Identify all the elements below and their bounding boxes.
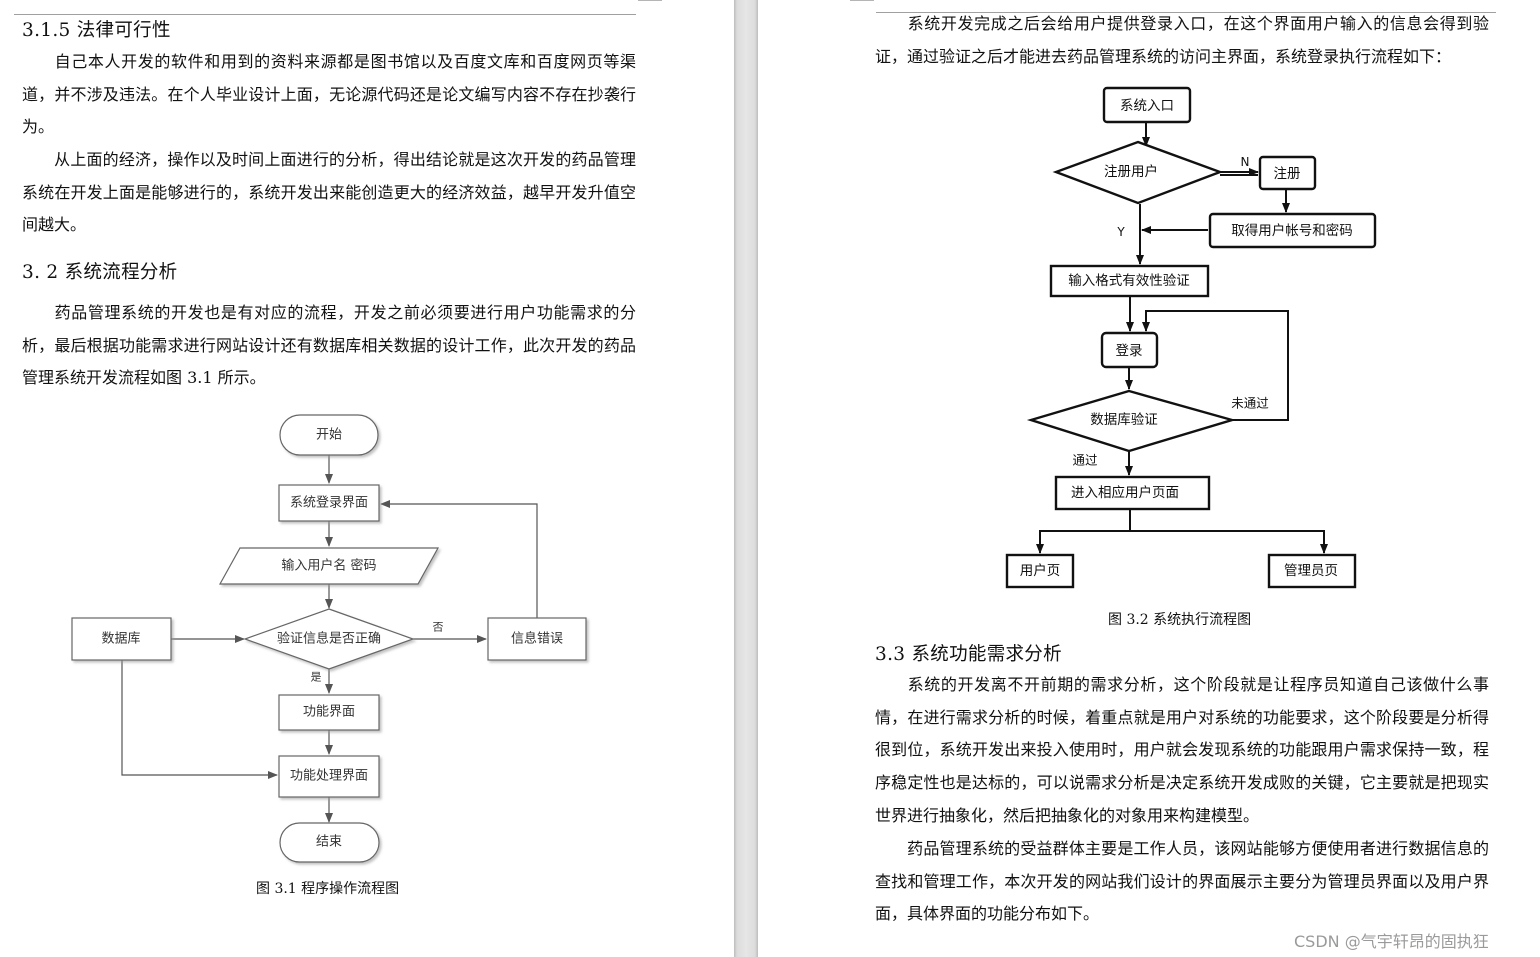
crop-mark [638, 0, 662, 1]
section-3-2-paragraph-1: 药品管理系统的开发也是有对应的流程，开发之前必须要进行用户功能需求的分析，最后根… [22, 297, 636, 395]
failed-branch-label: 未通过 [1231, 396, 1269, 411]
y-branch-label: Y [1116, 225, 1125, 239]
register-user-decision [1052, 140, 1224, 205]
figure-3-2-connectors [1036, 122, 1328, 554]
no-branch-label: 否 [433, 621, 444, 634]
function-process-box [278, 755, 380, 798]
admin-page-box [1267, 553, 1357, 589]
verify-label: 验证信息是否正确 [277, 631, 381, 647]
figure-3-1-connectors [121, 455, 538, 823]
register-label: 注册 [1274, 166, 1301, 182]
input-credentials-parallelogram [218, 547, 440, 585]
register-box [1258, 155, 1317, 191]
passed-branch-label: 通过 [1072, 453, 1098, 468]
enter-page-box [1054, 475, 1211, 511]
page-top-rule [876, 12, 1496, 13]
end-terminal [279, 822, 380, 863]
format-check-label: 输入格式有效性验证 [1068, 273, 1190, 289]
section-3-1-5-paragraph-2: 从上面的经济，操作以及时间上面进行的分析，得出结论就是这次开发的药品管理系统在开… [22, 144, 636, 242]
left-page: 3.1.5 法律可行性 自己本人开发的软件和用到的资料来源都是图书馆以及百度文库… [0, 0, 734, 957]
entry-label: 系统入口 [1120, 98, 1174, 114]
function-screen-label: 功能界面 [303, 705, 355, 720]
figure-3-2-caption: 图 3.2 系统执行流程图 [1108, 612, 1252, 628]
entry-box [1102, 86, 1192, 124]
section-3-1-5-heading: 3.1.5 法律可行性 [22, 20, 171, 41]
yes-branch-label: 是 [311, 671, 322, 684]
page-gutter [734, 0, 758, 957]
enter-page-label: 进入相应用户页面 [1071, 484, 1179, 501]
figure-3-1-caption: 图 3.1 程序操作流程图 [256, 881, 400, 897]
login-box [1100, 331, 1159, 369]
db-verify-decision [1026, 389, 1237, 453]
admin-page-label: 管理员页 [1284, 563, 1338, 579]
intro-paragraph: 系统开发完成之后会给用户提供登录入口，在这个界面用户输入的信息会得到验证，通过验… [875, 8, 1489, 73]
paragraph-text: 系统的开发离不开前期的需求分析，这个阶段就是让程序员知道自己该做什么事情，在进行… [875, 675, 1489, 825]
get-account-box [1208, 212, 1377, 249]
login-screen-box [278, 484, 380, 522]
section-3-3-heading: 3.3 系统功能需求分析 [875, 644, 1062, 665]
right-page: 系统开发完成之后会给用户提供登录入口，在这个界面用户输入的信息会得到验证，通过验… [758, 0, 1540, 957]
verify-decision [243, 608, 415, 670]
csdn-watermark: CSDN @气宇轩昂的固执狂 [1294, 932, 1489, 951]
figure-3-1-flowchart: 开始 系统登录界面 输入用户名 密码 数据库 验证信息是否正确 信息错误 功能界… [71, 414, 587, 863]
login-screen-label: 系统登录界面 [290, 496, 368, 511]
figure-3-2-flowchart: 系统入口 注册用户 注册 取得用户帐号和密码 输入格式有效性验证 登录 数据库验… [1005, 86, 1377, 589]
error-label: 信息错误 [511, 631, 563, 647]
end-label: 结束 [316, 835, 342, 850]
paragraph-text: 从上面的经济，操作以及时间上面进行的分析，得出结论就是这次开发的药品管理系统在开… [22, 150, 636, 235]
section-3-3-paragraph-2: 药品管理系统的受益群体主要是工作人员，该网站能够方便使用者进行数据信息的查找和管… [875, 833, 1489, 931]
page-top-rule [14, 14, 636, 15]
paragraph-text: 药品管理系统的开发也是有对应的流程，开发之前必须要进行用户功能需求的分析，最后根… [22, 303, 636, 388]
user-page-label: 用户页 [1020, 562, 1061, 579]
function-screen-box [278, 694, 380, 731]
get-account-label: 取得用户帐号和密码 [1231, 222, 1353, 239]
login-label: 登录 [1116, 343, 1143, 359]
error-box [487, 617, 587, 661]
start-terminal [279, 414, 379, 456]
input-credentials-label: 输入用户名 密码 [281, 558, 376, 574]
section-3-1-5-paragraph-1: 自己本人开发的软件和用到的资料来源都是图书馆以及百度文库和百度网页等渠道，并不涉… [22, 46, 636, 144]
start-label: 开始 [316, 428, 342, 443]
format-check-box [1049, 264, 1210, 298]
paragraph-text: 系统开发完成之后会给用户提供登录入口，在这个界面用户输入的信息会得到验证，通过验… [875, 14, 1489, 66]
paragraph-text: 自己本人开发的软件和用到的资料来源都是图书馆以及百度文库和百度网页等渠道，并不涉… [22, 52, 636, 137]
function-process-label: 功能处理界面 [290, 769, 368, 784]
paragraph-text: 药品管理系统的受益群体主要是工作人员，该网站能够方便使用者进行数据信息的查找和管… [875, 839, 1489, 924]
crop-mark [850, 0, 874, 1]
section-3-3-paragraph-1: 系统的开发离不开前期的需求分析，这个阶段就是让程序员知道自己该做什么事情，在进行… [875, 669, 1489, 833]
database-box [71, 617, 172, 661]
user-page-box [1005, 553, 1075, 589]
register-user-label: 注册用户 [1104, 163, 1158, 180]
section-3-2-heading: 3. 2 系统流程分析 [22, 262, 178, 283]
db-verify-label: 数据库验证 [1090, 412, 1158, 428]
n-branch-label: N [1241, 155, 1250, 169]
database-label: 数据库 [101, 631, 140, 647]
